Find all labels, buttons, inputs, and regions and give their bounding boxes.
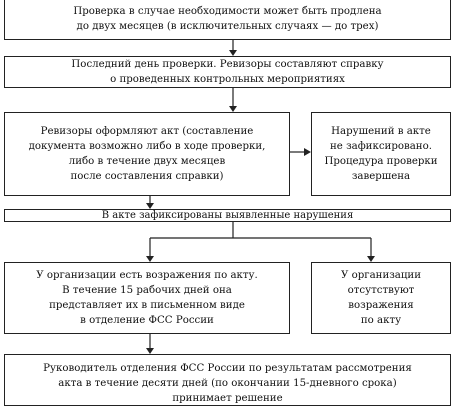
last-day-text: Последний день проверки. Ревизоры состав… <box>71 59 384 85</box>
arrowhead-to-decision <box>146 348 154 354</box>
no-violations-box: Нарушений в акте не зафиксировано. Проце… <box>311 112 451 196</box>
objections-box: У организации есть возражения по акту. В… <box>4 262 290 334</box>
arrowhead-to-violations <box>146 203 154 209</box>
arrowhead-to-objections <box>146 256 154 262</box>
arrowhead-to-act <box>229 106 237 112</box>
arrowhead-to-last-day <box>229 50 237 56</box>
arrowhead-to-no-objections <box>367 256 375 262</box>
decision-text: Руководитель отделения ФСС России по рез… <box>43 363 412 404</box>
decision-box: Руководитель отделения ФСС России по рез… <box>4 354 451 406</box>
no-violations-text: Нарушений в акте не зафиксировано. Проце… <box>324 126 438 182</box>
no-objections-box: У организации отсутствуют возражения по … <box>311 262 451 334</box>
last-day-box: Последний день проверки. Ревизоры состав… <box>4 56 451 88</box>
violations-box: В акте зафиксированы выявленные нарушени… <box>4 209 451 222</box>
extension-text: Проверка в случае необходимости может бы… <box>73 5 382 32</box>
arrowhead-to-no-violations <box>304 148 311 156</box>
violations-text: В акте зафиксированы выявленные нарушени… <box>101 209 354 221</box>
objections-text: У организации есть возражения по акту. В… <box>36 270 258 326</box>
extension-box: Проверка в случае необходимости может бы… <box>4 0 451 40</box>
act-box: Ревизоры оформляют акт (составление доку… <box>4 112 290 196</box>
act-text: Ревизоры оформляют акт (составление доку… <box>28 126 266 182</box>
no-objections-text: У организации отсутствуют возражения по … <box>340 270 421 326</box>
